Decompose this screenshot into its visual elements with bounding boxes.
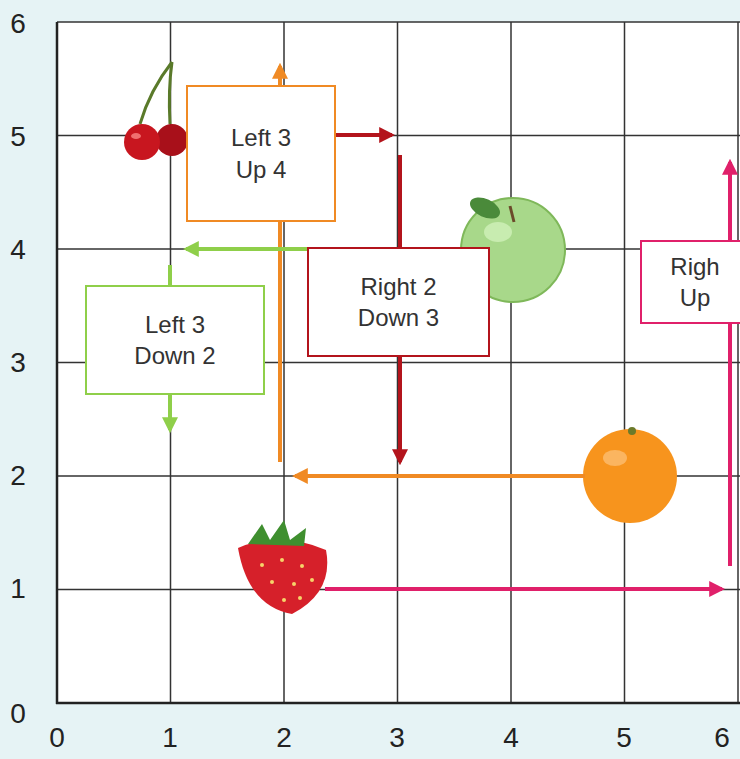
axis-number: 2 <box>276 722 292 754</box>
instruction-text: Left 3 Down 2 <box>130 309 220 371</box>
instruction-box: Right 2 Down 3 <box>307 247 490 357</box>
strawberry <box>238 520 327 614</box>
axis-number: 1 <box>10 573 26 605</box>
instruction-box: Left 3 Down 2 <box>85 285 265 395</box>
axis-number: 5 <box>10 121 26 153</box>
axis-number: 4 <box>503 722 519 754</box>
axis-number: 6 <box>714 722 730 754</box>
axis-number: 3 <box>389 722 405 754</box>
axis-number: 2 <box>10 460 26 492</box>
instruction-text: Left 3 Up 4 <box>221 122 301 184</box>
instruction-text: Right 2 Down 3 <box>349 271 449 333</box>
axes <box>56 22 740 704</box>
grid-lines <box>57 22 740 703</box>
axis-number: 1 <box>162 722 178 754</box>
axis-number: 5 <box>616 722 632 754</box>
axis-number: 6 <box>10 8 26 40</box>
instruction-text: Righ Up <box>660 251 730 313</box>
grid-ground <box>57 22 740 703</box>
instruction-box: Left 3 Up 4 <box>186 85 336 222</box>
axis-number: 0 <box>49 722 65 754</box>
axis-number: 3 <box>10 347 26 379</box>
orange <box>583 427 677 523</box>
axis-number: 0 <box>10 698 26 730</box>
axis-number: 4 <box>10 234 26 266</box>
cherry <box>124 62 188 160</box>
instruction-box: Righ Up <box>640 240 740 324</box>
